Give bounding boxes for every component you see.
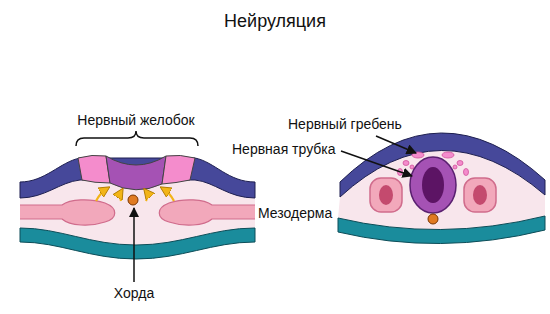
neural-plate [106,156,166,190]
mesoderm-right [159,200,255,225]
endoderm-band [20,228,255,259]
structure-label: Нервный желобок [77,112,194,128]
mesoderm-left [20,200,115,225]
structure-label: Хорда [114,285,154,301]
bracket [76,131,198,146]
neural-tube-stage [338,133,545,244]
notochord [128,195,138,205]
structure-label: Нервная трубка [232,141,336,157]
neural-plate-edge [78,155,110,183]
leader-arrow [341,151,412,176]
neural-plate-stage [20,131,255,282]
neural-canal [422,167,444,203]
somite [464,178,496,212]
endoderm-band [338,216,545,244]
neural-tube [410,157,456,213]
somite [370,178,402,212]
structure-label: Нервный гребень [288,116,402,132]
leader-arrow [376,136,416,153]
leader-arrow [133,208,135,282]
structure-label: Мезодерма [258,205,332,221]
induction-arrow [162,188,174,201]
induction-arrow [96,188,108,201]
induction-arrow [145,190,147,201]
induction-arrow [120,190,122,201]
notochord [428,214,438,224]
neural-plate-edge [162,155,195,184]
diagram-title: Нейруляция [224,10,326,32]
